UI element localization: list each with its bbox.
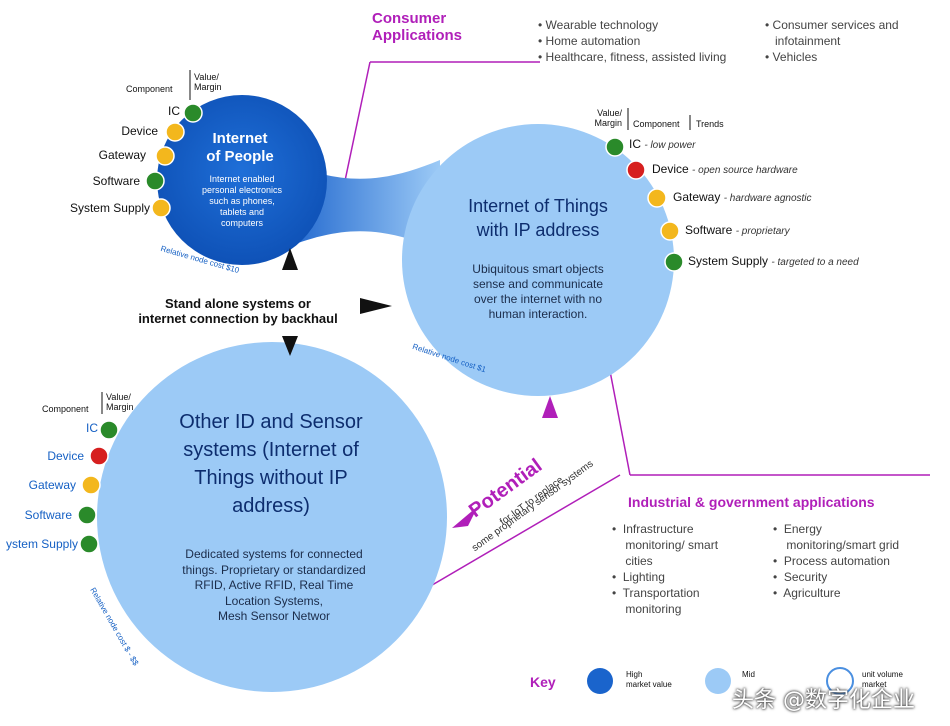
- industrial-bullet: • Agriculture: [773, 586, 841, 600]
- ip-row-software: Software - proprietary: [685, 223, 790, 237]
- consumer-title-line1: Consumer: [372, 10, 447, 27]
- ip-status-dot-green: [605, 137, 625, 157]
- key-high-label: High market value: [626, 670, 672, 689]
- people-row-ic: IC: [168, 104, 180, 118]
- industrial-title: Industrial & government applications: [628, 494, 875, 510]
- ip-row-device: Device - open source hardware: [652, 162, 798, 176]
- people-status-dot-green: [145, 171, 165, 191]
- industrial-bullet: monitoring/ smart: [612, 538, 719, 552]
- ip-header-trends: Trends: [696, 119, 724, 129]
- consumer-bullets-col1: • Wearable technology • Home automation …: [538, 18, 727, 64]
- sensor-status-dot-yellow: [81, 475, 101, 495]
- industrial-bullet: • Security: [773, 570, 828, 584]
- sensor-row-software: Software: [24, 508, 72, 522]
- consumer-bullet: Vehicles: [772, 50, 818, 64]
- industrial-bullets-col1: • Infrastructure monitoring/ smart citie…: [612, 521, 718, 617]
- people-row-system-supply: System Supply: [69, 201, 150, 215]
- arrow-potential-left-icon: [452, 506, 478, 528]
- people-header-value: Value/ Margin: [194, 72, 222, 92]
- key-mid-circle: [705, 668, 731, 694]
- sensor-row-gateway: Gateway: [28, 478, 76, 492]
- people-status-dot-yellow: [155, 146, 175, 166]
- industrial-bullet: • Infrastructure: [612, 522, 694, 536]
- ip-bubble: [402, 124, 674, 396]
- ip-row-ic: IC - low power: [629, 137, 696, 151]
- people-row-software: Software: [92, 174, 140, 188]
- people-status-dot-yellow: [151, 198, 171, 218]
- consumer-bullet: Wearable technology: [545, 18, 659, 32]
- key-unit-label: unit volume market: [862, 670, 903, 689]
- industrial-bullet: • Transportation: [612, 586, 700, 600]
- industrial-bullet: monitoring: [612, 602, 682, 616]
- key-high-circle: [587, 668, 613, 694]
- arrow-potential-up-icon: [542, 396, 558, 418]
- arrow-up-icon: [282, 248, 298, 270]
- watermark: 头条 @数字化企业: [732, 688, 915, 713]
- ip-header-value: Value/ Margin: [594, 108, 622, 128]
- consumer-bullet: Home automation: [545, 34, 641, 48]
- arrow-down-icon: [282, 336, 298, 356]
- people-row-device: Device: [121, 124, 158, 138]
- ip-row-system-supply: System Supply - targeted to a need: [688, 254, 859, 268]
- ip-status-dot-red: [626, 160, 646, 180]
- ip-status-dot-green: [664, 252, 684, 272]
- sensor-header-component: Component: [42, 404, 89, 414]
- ip-status-dot-yellow: [647, 188, 667, 208]
- sensor-row-system-supply: ystem Supply: [5, 537, 78, 551]
- key-title: Key: [530, 674, 556, 690]
- people-status-dot-green: [183, 103, 203, 123]
- consumer-connector-line: [341, 61, 371, 196]
- people-title: Internet of People: [206, 130, 274, 165]
- ip-status-dot-yellow: [660, 221, 680, 241]
- people-header-component: Component: [126, 84, 173, 94]
- industrial-bullet: • Energy: [773, 522, 822, 536]
- people-desc: Internet enabled personal electronics su…: [201, 174, 283, 228]
- sensor-bubble: [97, 342, 447, 692]
- consumer-bullet: Consumer services and: [772, 18, 899, 32]
- sensor-status-dot-green: [77, 505, 97, 525]
- arrow-right-icon: [360, 298, 392, 314]
- ip-header-component: Component: [633, 119, 680, 129]
- sensor-status-dot-red: [89, 446, 109, 466]
- standalone-label: Stand alone systems or internet connecti…: [138, 296, 338, 326]
- people-row-gateway: Gateway: [98, 148, 146, 162]
- sensor-header-value: Value/ Margin: [106, 392, 134, 412]
- sensor-status-dot-green: [99, 420, 119, 440]
- consumer-title-line2: Applications: [372, 27, 463, 44]
- consumer-bullets-col2: • Consumer services and infotainment • V…: [765, 18, 899, 64]
- industrial-bullets-col2: • Energy monitoring/smart grid • Process …: [773, 521, 899, 601]
- industrial-bullet: monitoring/smart grid: [773, 538, 900, 552]
- sensor-status-dot-green: [79, 534, 99, 554]
- key-unit-circle: [826, 667, 854, 695]
- people-status-dot-yellow: [165, 122, 185, 142]
- key-mid-label: Mid: [742, 670, 755, 679]
- consumer-bullet: infotainment: [775, 34, 841, 48]
- people-bubble: [157, 95, 327, 265]
- industrial-bullet: • Lighting: [612, 570, 665, 584]
- ip-title: Internet of Things with IP address: [468, 196, 608, 240]
- industrial-bullet: cities: [612, 554, 653, 568]
- consumer-title: Consumer Applications: [372, 10, 462, 44]
- sensor-desc: Dedicated systems for connected things. …: [182, 547, 366, 623]
- consumer-bullet: Healthcare, fitness, assisted living: [545, 50, 727, 64]
- industrial-bullet: • Process automation: [773, 554, 890, 568]
- sensor-title: Other ID and Sensor systems (Internet of…: [179, 411, 363, 517]
- ip-desc: Ubiquitous smart objects sense and commu…: [472, 262, 604, 321]
- sensor-row-ic: IC: [86, 421, 98, 435]
- sensor-row-device: Device: [47, 449, 84, 463]
- ip-row-gateway: Gateway - hardware agnostic: [673, 190, 812, 204]
